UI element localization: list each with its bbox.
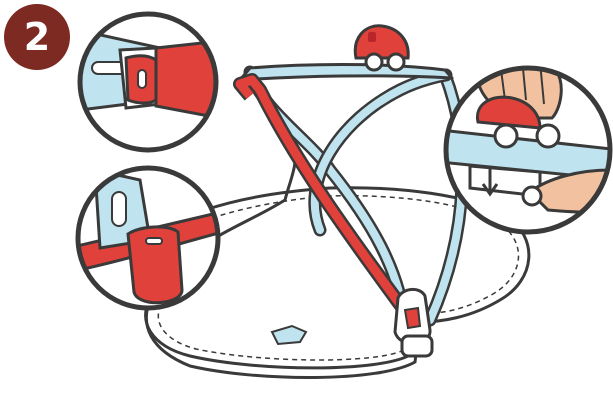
detail-strap-slot — [78, 14, 230, 150]
top-bar — [240, 65, 452, 81]
step-number-badge: 2 — [4, 4, 70, 70]
step-number: 2 — [24, 18, 50, 56]
strap-buckle — [395, 289, 432, 356]
detail-car-attach — [440, 55, 613, 232]
